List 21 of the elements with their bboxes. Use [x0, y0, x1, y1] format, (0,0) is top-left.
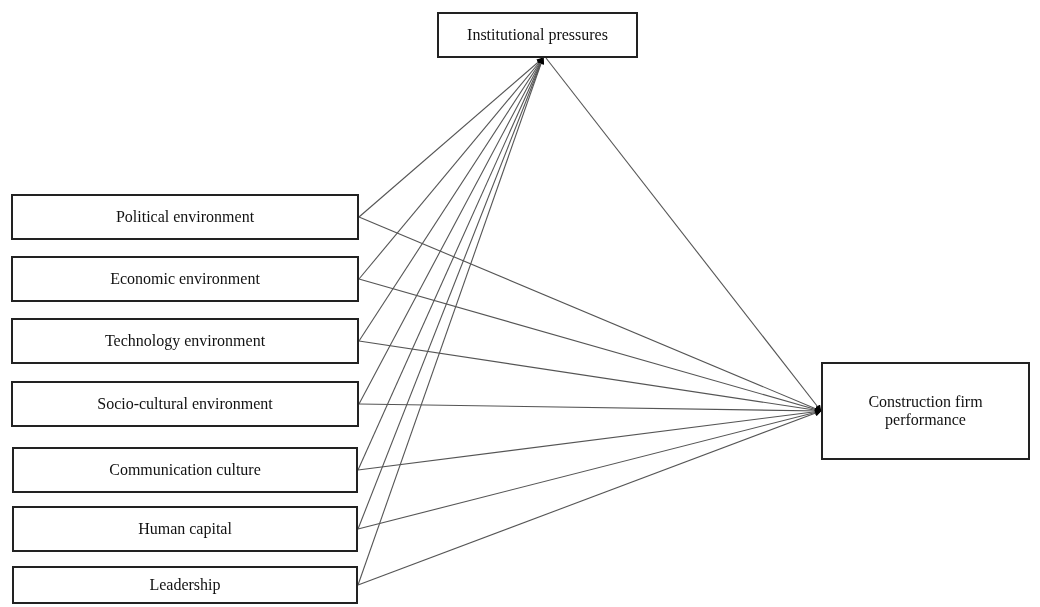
process-box: [437, 12, 638, 58]
process-box: [11, 194, 359, 240]
box-label: Socio-cultural environment: [97, 394, 273, 414]
arrow: [358, 57, 544, 405]
process-box: [12, 447, 358, 493]
box-label: Communication culture: [109, 460, 261, 480]
box-label: Institutional pressures: [467, 25, 608, 45]
box-label: Political environment: [115, 207, 255, 227]
box-label: Technology environment: [104, 331, 266, 351]
box-label: Construction firm performance: [867, 392, 984, 430]
process-box: [11, 381, 359, 427]
box-label: Leadership: [149, 575, 221, 595]
arrow: [357, 410, 822, 586]
box-label: Economic environment: [110, 269, 260, 289]
process-box: [821, 362, 1030, 460]
process-box: [11, 256, 359, 302]
arrow: [545, 57, 822, 412]
process-box: [11, 318, 359, 364]
process-box: [12, 566, 358, 604]
box-label: Human capital: [138, 519, 232, 539]
process-box: [12, 506, 358, 552]
